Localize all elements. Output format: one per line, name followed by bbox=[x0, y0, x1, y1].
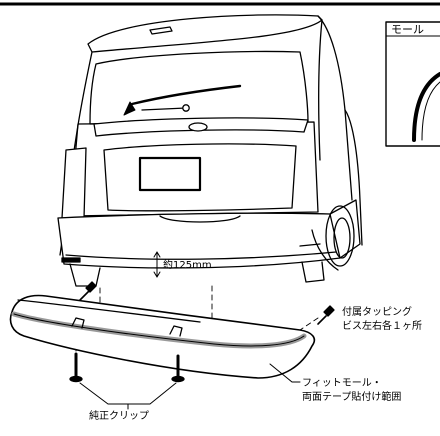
mold-label-line2: 両面テープ貼付け範囲 bbox=[302, 392, 402, 403]
clip-left bbox=[69, 352, 83, 383]
clip-leader-line bbox=[79, 382, 177, 405]
clip-label: 純正クリップ bbox=[89, 411, 149, 422]
vehicle-rear-view bbox=[57, 14, 363, 287]
spoiler-part bbox=[9, 294, 316, 379]
clip-right bbox=[171, 354, 185, 383]
mold-label-line1: フィットモール・ bbox=[302, 378, 382, 389]
height-dimension-arrow bbox=[153, 251, 161, 278]
mold-leader-line bbox=[269, 363, 301, 383]
screw-label-line2: ビス左右各１ヶ所 bbox=[342, 321, 422, 332]
height-dimension-label: 約125mm bbox=[163, 260, 212, 271]
tapping-screw-right bbox=[317, 305, 335, 325]
screw-label-line1: 付属タッピング bbox=[342, 307, 412, 318]
inset-title: モール bbox=[391, 23, 424, 36]
molding-detail-inset bbox=[385, 21, 440, 147]
tapping-screw-left bbox=[79, 281, 97, 301]
